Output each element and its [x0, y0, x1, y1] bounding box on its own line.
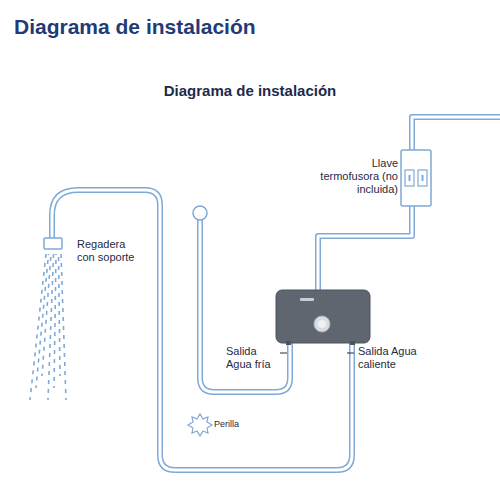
diagram-heading: Diagrama de instalación	[164, 82, 337, 100]
spray-stroke	[59, 254, 61, 376]
shower-head	[44, 238, 62, 249]
leader-line	[347, 353, 354, 354]
water-spray	[30, 254, 66, 400]
spray-stroke	[54, 254, 56, 388]
breaker-switch	[401, 150, 431, 206]
spray-stroke	[42, 254, 51, 376]
page-title: Diagrama de instalación	[14, 14, 256, 39]
power-line	[318, 204, 412, 292]
water-heater	[276, 290, 370, 345]
shower-label: Regadera con soporte	[77, 238, 143, 264]
spray-stroke	[30, 254, 46, 400]
leader-line	[280, 353, 287, 354]
knob-label: Perilla	[214, 419, 239, 430]
hot-outlet-label: Salida Agua caliente	[358, 345, 438, 371]
power-line	[412, 117, 500, 152]
spray-stroke	[48, 254, 54, 400]
spray-stroke	[61, 254, 66, 400]
breaker-label: Llave termofusora (no incluida)	[320, 157, 398, 197]
cold-outlet-label: Salida Agua fría	[226, 345, 280, 371]
knob-icon	[188, 414, 212, 436]
water-inlet	[193, 206, 207, 220]
